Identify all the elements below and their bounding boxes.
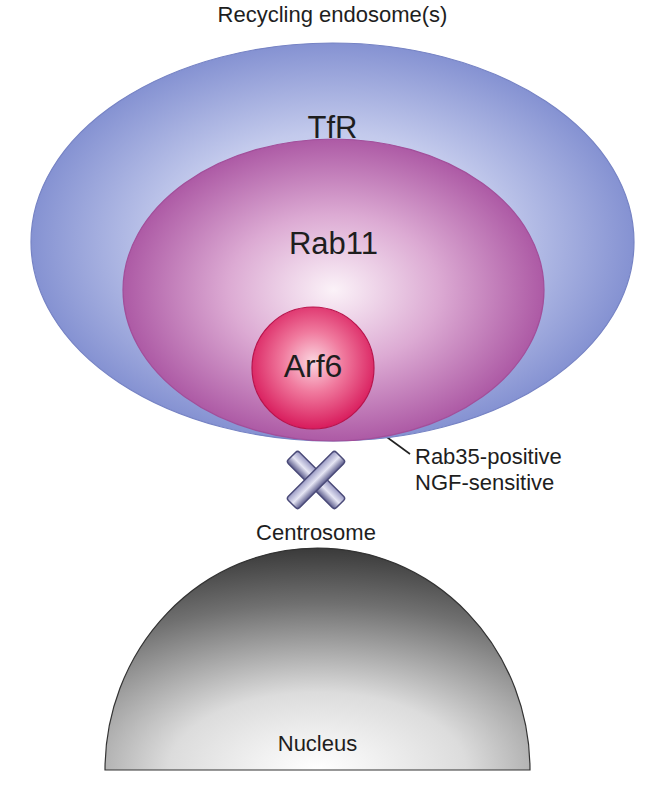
arf6-circle: Arf6 — [251, 306, 375, 430]
node-label: Arf6 — [251, 348, 375, 385]
node-label: Rab11 — [122, 226, 545, 262]
node-label: Nucleus — [105, 731, 530, 756]
node-label: TfR — [30, 110, 635, 146]
centrosome-label: Centrosome — [256, 520, 376, 546]
callout-label: Rab35-positive NGF-sensitive — [415, 444, 620, 497]
nucleus-dome: Nucleus — [105, 548, 530, 770]
recycling-endosome-ellipse: Recycling endosome(s)TfRRab11Arf6 — [30, 42, 635, 442]
rab11-ellipse: Rab11Arf6 — [122, 138, 545, 442]
centrosome-symbol — [286, 450, 345, 509]
node-heading: Recycling endosome(s) — [30, 2, 635, 27]
